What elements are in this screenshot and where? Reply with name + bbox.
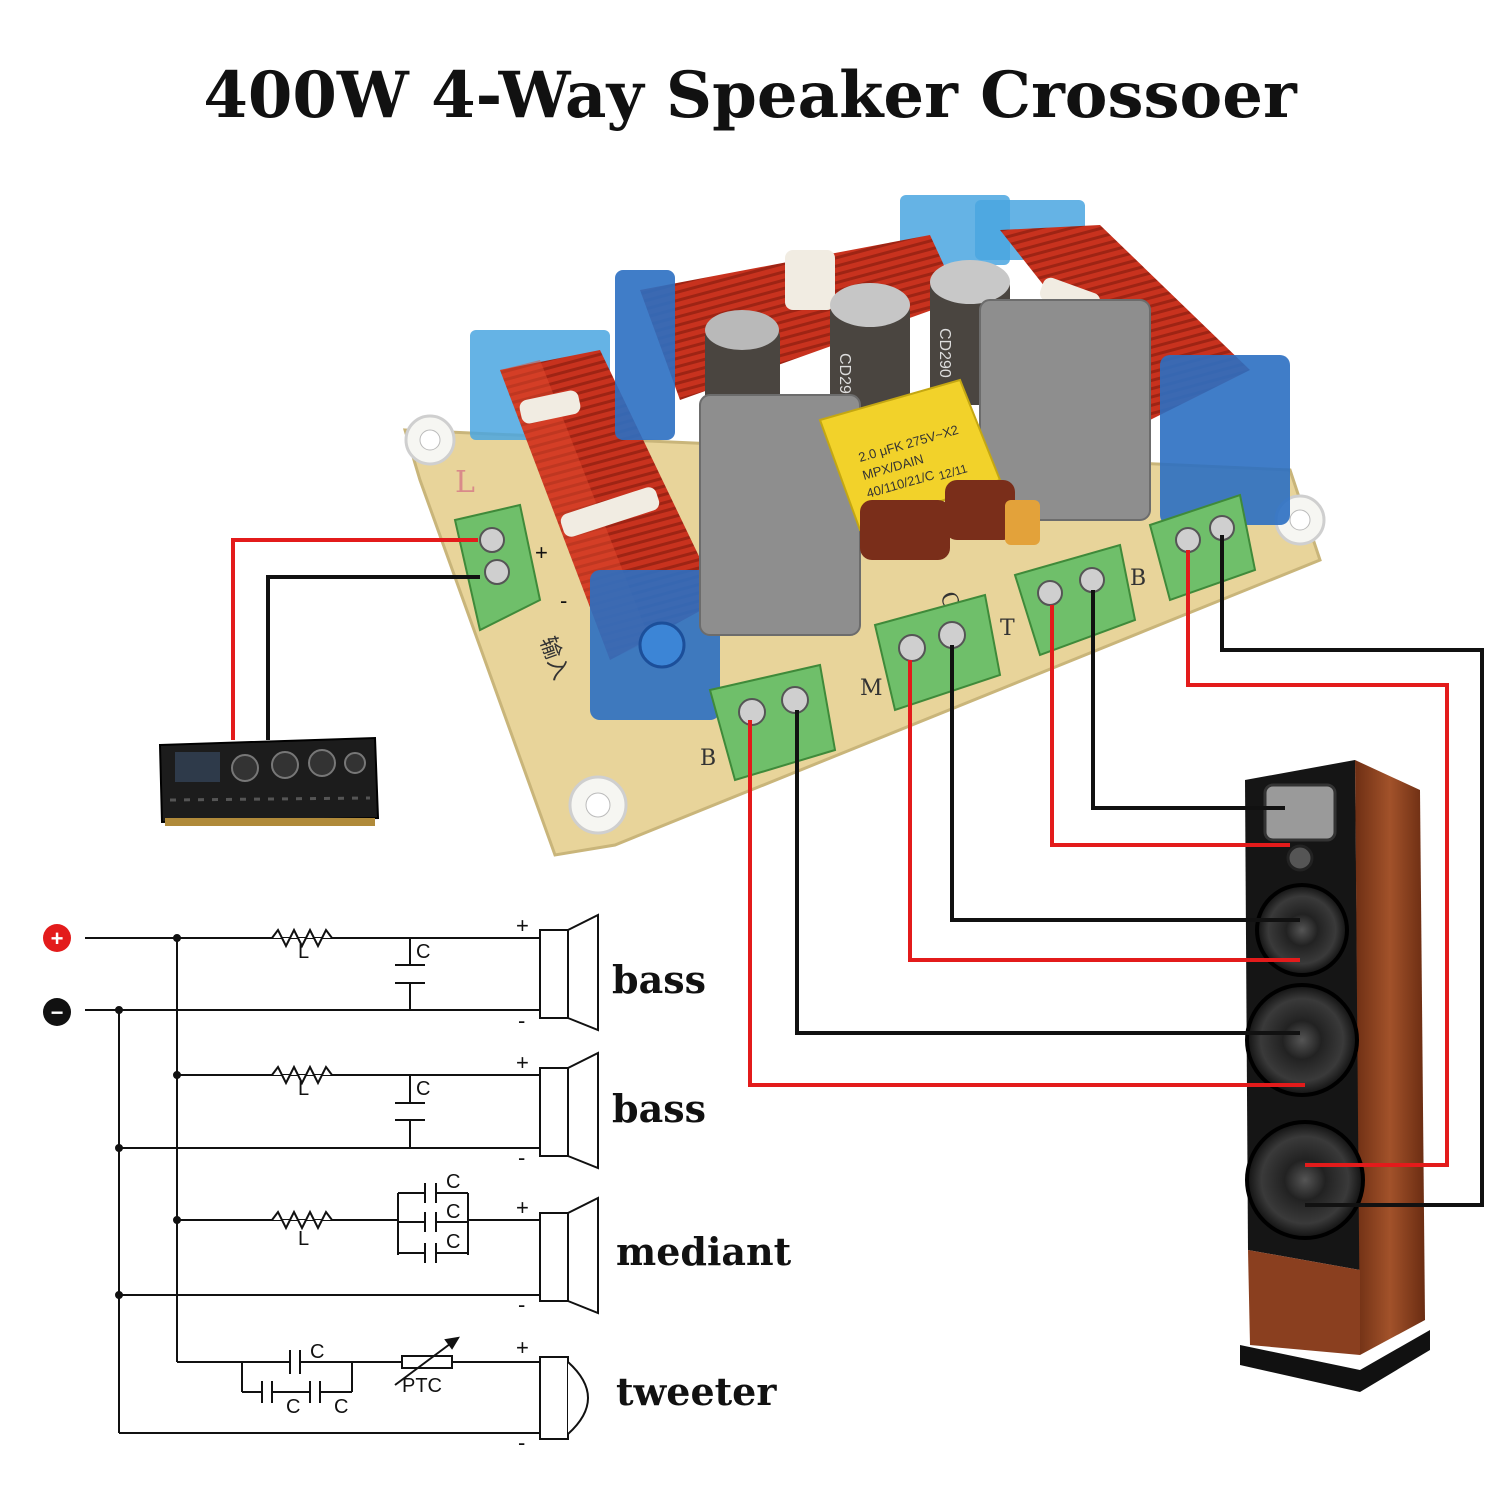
branch2-plus: + (516, 1050, 529, 1075)
terminal-label-b: B (700, 746, 716, 771)
branch2-capacitor-label: C (416, 1078, 430, 1100)
plus-symbol-text: + (51, 926, 64, 951)
terminal-label-b2: B (1130, 566, 1146, 591)
brown-capacitor-1 (860, 500, 950, 560)
branch1-plus: + (516, 913, 529, 938)
electrolytic-2-text: CD290 (936, 328, 953, 378)
wire-mid-positive (908, 660, 1300, 962)
wire-bass2-negative (1220, 535, 1484, 1207)
speaker-tweeter-dome (1286, 844, 1314, 872)
output-terminal-bass2: B (1130, 493, 1257, 602)
branch3-cap3-label: C (446, 1231, 460, 1253)
branch4-cap1-label: C (310, 1341, 324, 1363)
branch3-plus: + (516, 1195, 529, 1220)
wire-amp-negative (266, 575, 480, 740)
branch4-cap2-label: C (286, 1396, 300, 1418)
branch1-capacitor-label: C (416, 941, 430, 963)
output-terminal-mid: M (860, 593, 1002, 712)
schematic: + − (43, 913, 599, 1440)
wire-mid-negative (950, 645, 1300, 922)
branch2-name: bass (612, 1086, 706, 1131)
schematic-driver-2 (539, 1051, 599, 1170)
wiring (231, 535, 1484, 1207)
wire-tweeter-negative (1091, 590, 1285, 810)
branch1-name: bass (612, 957, 706, 1002)
branch4-ptc-label: PTC (402, 1375, 442, 1397)
schematic-driver-4 (539, 1356, 589, 1440)
terminal-label-m: M (860, 676, 883, 701)
speaker-mid-driver (1255, 883, 1349, 977)
speaker-tweeter-grille (1263, 783, 1337, 842)
branch2-minus: - (518, 1145, 525, 1170)
branch1-inductor-label: L (298, 941, 309, 963)
schematic-labels: L C + - bass L C + - bass L C C C + - me… (286, 913, 792, 1455)
page-title: 400W 4-Way Speaker Crossoer (203, 58, 1297, 133)
wire-bass2-positive (1186, 550, 1449, 1167)
branch4-cap3-label: C (334, 1396, 348, 1418)
speaker-woofer-2 (1245, 1120, 1365, 1240)
branch3-cap1-label: C (446, 1171, 460, 1193)
branch3-inductor-label: L (298, 1228, 309, 1250)
branch3-name: mediant (616, 1229, 792, 1274)
branch4-minus: - (518, 1430, 525, 1455)
plus-terminal-symbol: + (43, 924, 71, 952)
wire-bass-negative (795, 710, 1300, 1035)
film-capacitor-right (979, 299, 1151, 521)
crossover-board: L (402, 195, 1326, 857)
brown-capacitor-2 (945, 480, 1015, 540)
branch1-minus: - (518, 1008, 525, 1033)
speaker-woofer-1 (1245, 983, 1359, 1097)
branch3-minus: - (518, 1292, 525, 1317)
branch2-inductor-label: L (298, 1078, 309, 1100)
wire-bass-positive (748, 720, 1305, 1087)
wire-amp-positive (231, 538, 478, 740)
terminal-label-t: T (1000, 616, 1015, 641)
minus-symbol-text: − (51, 1000, 64, 1025)
small-capacitor (1005, 500, 1040, 545)
minus-terminal-symbol: − (43, 998, 71, 1026)
input-plus: + (535, 540, 548, 565)
input-minus: - (560, 588, 567, 613)
board-mark: L (455, 465, 475, 500)
wire-tweeter-positive (1050, 605, 1290, 847)
branch3-cap2-label: C (446, 1201, 460, 1223)
schematic-driver-3 (539, 1196, 599, 1315)
amplifier (158, 736, 380, 826)
output-terminal-tweeter: T (1000, 543, 1137, 657)
inductor-coil-left (470, 330, 720, 720)
electrolytic-1-text: CD290 (836, 353, 853, 403)
branch4-plus: + (516, 1335, 529, 1360)
branch4-name: tweeter (616, 1369, 777, 1414)
schematic-driver-1 (539, 913, 599, 1032)
floor-speaker (1240, 760, 1430, 1392)
